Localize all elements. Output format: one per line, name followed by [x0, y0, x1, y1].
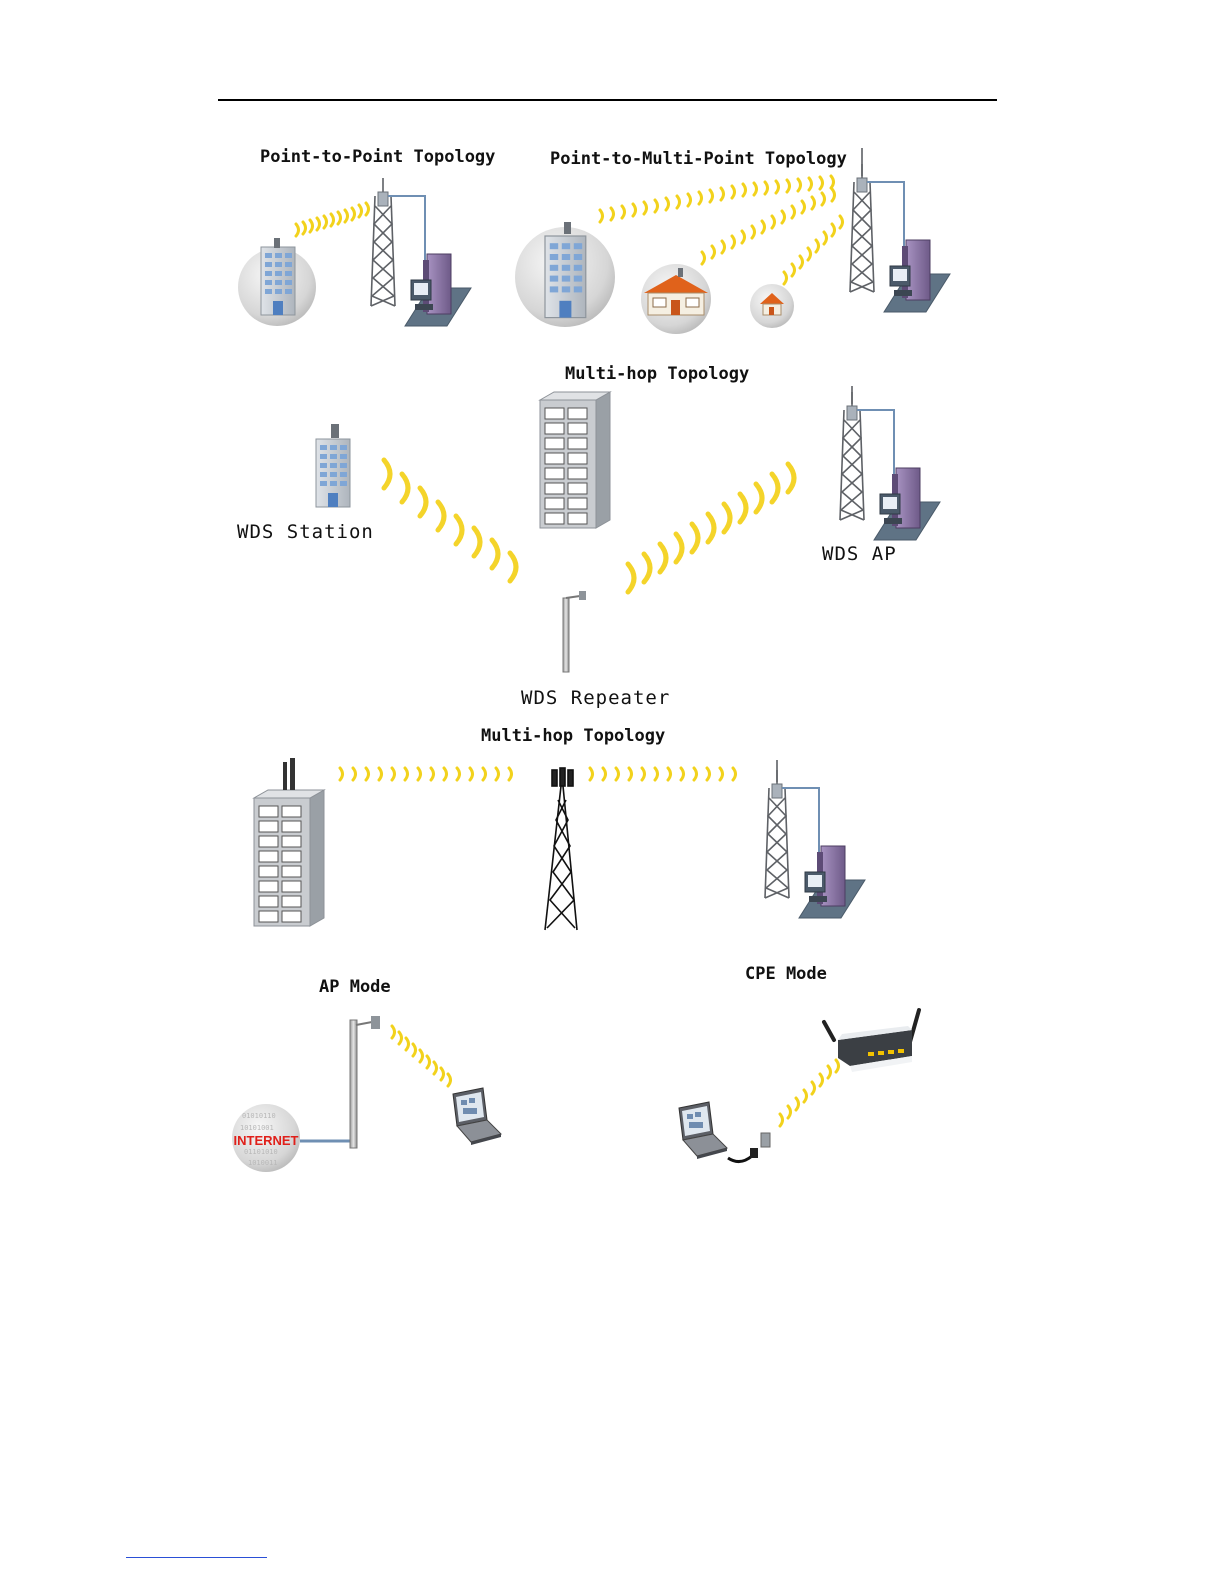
multihop-section [254, 758, 865, 930]
wds-ap-tower-icon [840, 392, 940, 540]
tall-building-icon [540, 392, 610, 528]
signal-waves-right [628, 464, 794, 592]
footer-link-rule [126, 1557, 267, 1558]
tower-server-icon [371, 178, 471, 326]
office-building-icon [545, 236, 586, 318]
tower-server-icon [850, 164, 950, 312]
wds-section [316, 386, 940, 672]
signal-waves [590, 768, 736, 780]
tall-building-icon [254, 790, 324, 926]
svg-text:01101010: 01101010 [244, 1148, 278, 1156]
laptop-icon [679, 1102, 727, 1159]
ap-pole-icon [350, 1016, 380, 1148]
signal-waves [296, 203, 369, 236]
rooftop-antenna-icon [283, 758, 295, 790]
svg-text:10101001: 10101001 [240, 1124, 274, 1132]
ap-mode-section: 01010110 10101001 01101010 1010011 INTER… [232, 1016, 501, 1172]
antenna-icon [331, 424, 339, 438]
p2mp-section [515, 148, 950, 334]
signal-waves [600, 176, 834, 222]
cell-tower-icon [545, 768, 577, 930]
laptop-icon [453, 1088, 501, 1145]
signal-waves [392, 1026, 451, 1086]
internet-label: INTERNET [234, 1133, 299, 1148]
office-building-icon [261, 247, 295, 315]
usb-adapter-icon [728, 1133, 770, 1162]
antenna-icon [274, 238, 280, 248]
repeater-pole-icon [563, 591, 586, 672]
signal-waves [784, 216, 843, 284]
svg-text:01010110: 01010110 [242, 1112, 276, 1120]
antenna-icon [564, 222, 571, 234]
wds-station-building-icon [316, 439, 350, 507]
signal-waves [780, 1060, 839, 1126]
p2p-section [238, 178, 471, 326]
svg-text:1010011: 1010011 [248, 1159, 278, 1167]
cpe-mode-section [679, 1010, 919, 1162]
signal-waves-left [384, 460, 516, 581]
tower-server-icon [765, 770, 865, 918]
signal-waves [340, 768, 512, 780]
